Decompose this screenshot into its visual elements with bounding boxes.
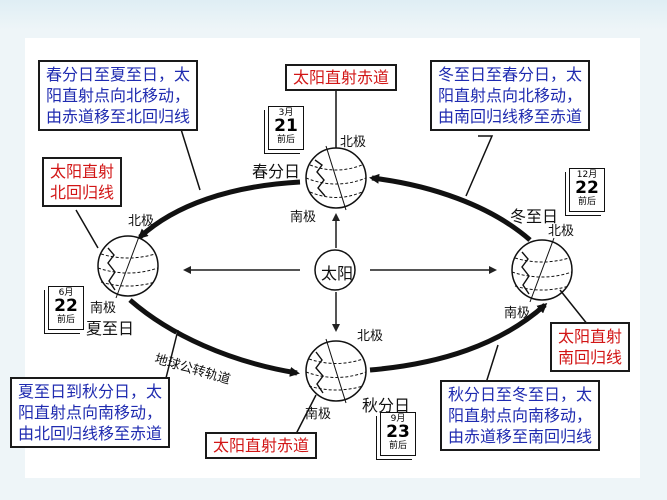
label-line: 北回归线 [50,183,115,202]
callout-line: 由赤道移至南回归线 [448,427,593,446]
pole-north-autumn: 北极 [357,329,384,344]
label-direct-equator-top: 太阳直射赤道 [285,64,398,91]
earth-summer [97,233,159,299]
callout-line: 由南回归线移至赤道 [438,107,583,126]
calendar-suffix: 前后 [276,135,295,145]
earth-autumn [305,338,367,404]
sun-circle [314,249,356,291]
position-winter: 冬至日 [510,207,559,226]
calendar-month: 6月 [58,288,74,298]
earth-winter [511,237,573,303]
position-spring: 春分日 [252,162,301,181]
calendar-suffix: 前后 [577,197,596,207]
callout-line: 春分日至夏至日，太 [46,65,191,84]
calendar-day: 21 [274,116,298,136]
pole-north-spring: 北极 [340,135,367,150]
pole-south-autumn: 南极 [305,407,332,422]
callout-summer-to-autumn: 夏至日到秋分日，太 阳直射点向南移动， 由北回归线移至赤道 [10,377,171,448]
calendar-day: 22 [54,296,78,316]
label-line: 南回归线 [558,348,623,367]
pointer-bottom-right [470,344,499,384]
callout-line: 由赤道移至北回归线 [46,107,191,126]
callout-line: 阳直射点向南移动， [448,406,593,425]
pole-north-summer: 北极 [128,214,155,229]
pointer-red-bottom [295,394,317,435]
label-direct-equator-bottom: 太阳直射赤道 [205,432,318,459]
position-autumn: 秋分日 [362,396,411,415]
pointer-red-right [559,289,589,326]
orbit-arc-autumn-to-winter [369,303,548,373]
callout-line: 由北回归线移至赤道 [18,424,163,443]
earth-spring [305,145,367,211]
callout-winter-to-spring: 冬至日至春分日，太 阳直射点向北移动， 由南回归线移至赤道 [430,60,591,131]
sun-label: 太阳 [321,264,354,283]
orbit-arc-summer-to-autumn [128,298,300,377]
orbit-arc-winter-to-spring [369,173,532,242]
callout-line: 夏至日到秋分日，太 [18,382,163,401]
label-text: 太阳直射赤道 [293,68,390,87]
label-direct-tropic-capricorn: 太阳直射 南回归线 [550,322,631,372]
calendar-suffix: 前后 [56,315,75,325]
pointer-top-left [160,125,201,191]
orbit-arc-spring-to-summer [137,179,301,240]
callout-line: 阳直射点向北移动， [438,86,583,105]
background-band [0,0,667,30]
calendar-autumn: 9月 23 前后 [380,412,416,456]
callout-line: 阳直射点向北移动， [46,86,191,105]
callout-line: 阳直射点向南移动， [18,403,163,422]
pointer-red-left [75,209,99,249]
pole-south-summer: 南极 [90,301,117,316]
calendar-month: 12月 [576,170,598,180]
calendar-spring: 3月 21 前后 [268,106,304,150]
label-line: 太阳直射 [558,327,623,346]
label-text: 太阳直射赤道 [213,436,310,455]
callout-line: 冬至日至春分日，太 [438,65,583,84]
callout-autumn-to-winter: 秋分日至冬至日，太 阳直射点向南移动， 由赤道移至南回归线 [440,380,601,451]
pole-south-spring: 南极 [290,210,317,225]
calendar-day: 23 [386,422,410,442]
calendar-month: 9月 [390,414,406,424]
calendar-winter: 12月 22 前后 [569,168,605,212]
position-summer: 夏至日 [86,319,135,338]
pole-south-winter: 南极 [504,306,531,321]
calendar-suffix: 前后 [388,441,407,451]
calendar-day: 22 [575,178,599,198]
pole-north-winter: 北极 [548,224,575,239]
calendar-summer: 6月 22 前后 [48,286,84,330]
calendar-month: 3月 [278,108,294,118]
callout-spring-to-summer: 春分日至夏至日，太 阳直射点向北移动， 由赤道移至北回归线 [38,60,199,131]
callout-line: 秋分日至冬至日，太 [448,385,593,404]
label-line: 太阳直射 [50,162,115,181]
label-direct-tropic-cancer: 太阳直射 北回归线 [42,157,123,207]
pointer-top-right [465,135,494,197]
